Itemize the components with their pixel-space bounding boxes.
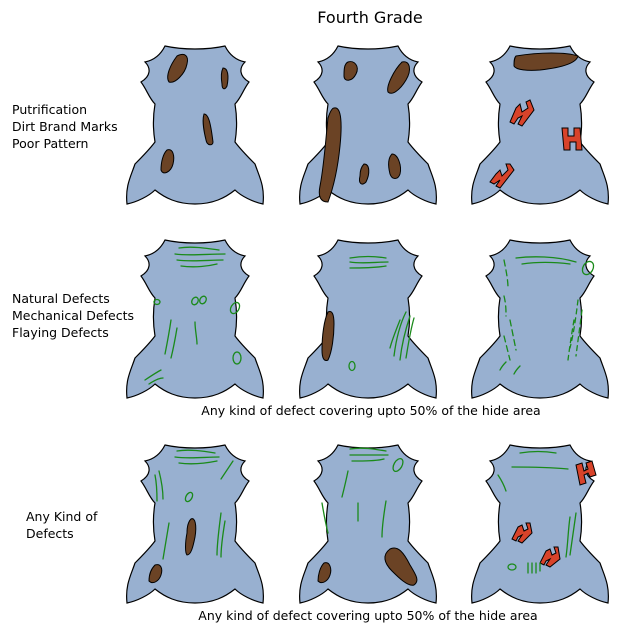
hide-row2-col1	[127, 240, 264, 398]
diagram-title: Fourth Grade	[317, 8, 422, 27]
hide-row3-col1	[127, 445, 264, 603]
hide-row2-col2	[300, 240, 437, 398]
row1-label-line1: Putrification	[12, 102, 87, 117]
row1-label-line3: Poor Pattern	[12, 136, 88, 151]
row2-label-line2: Mechanical Defects	[12, 308, 134, 323]
putrification-patch	[221, 68, 228, 89]
row3-caption: Any kind of defect covering upto 50% of …	[198, 608, 537, 623]
hide-outline	[127, 240, 264, 398]
hide-row1-col1	[127, 46, 264, 204]
hide-outline	[127, 46, 264, 204]
hide-outline	[300, 240, 437, 398]
hide-outline	[472, 240, 609, 398]
row3-label-line1: Any Kind of	[26, 509, 98, 524]
row3-label-line2: Defects	[26, 526, 74, 541]
hide-row3-col2	[300, 445, 437, 603]
row1-label-line2: Dirt Brand Marks	[12, 119, 118, 134]
row2-label-line1: Natural Defects	[12, 291, 110, 306]
hide-outline	[300, 46, 437, 204]
hide-row1-col2	[300, 46, 437, 204]
hide-row3-col3	[472, 445, 609, 603]
hide-row1-col3	[472, 46, 609, 204]
row2-caption: Any kind of defect covering upto 50% of …	[201, 403, 540, 418]
row2-label-line3: Flaying Defects	[12, 325, 109, 340]
hide-row2-col3	[472, 240, 609, 398]
